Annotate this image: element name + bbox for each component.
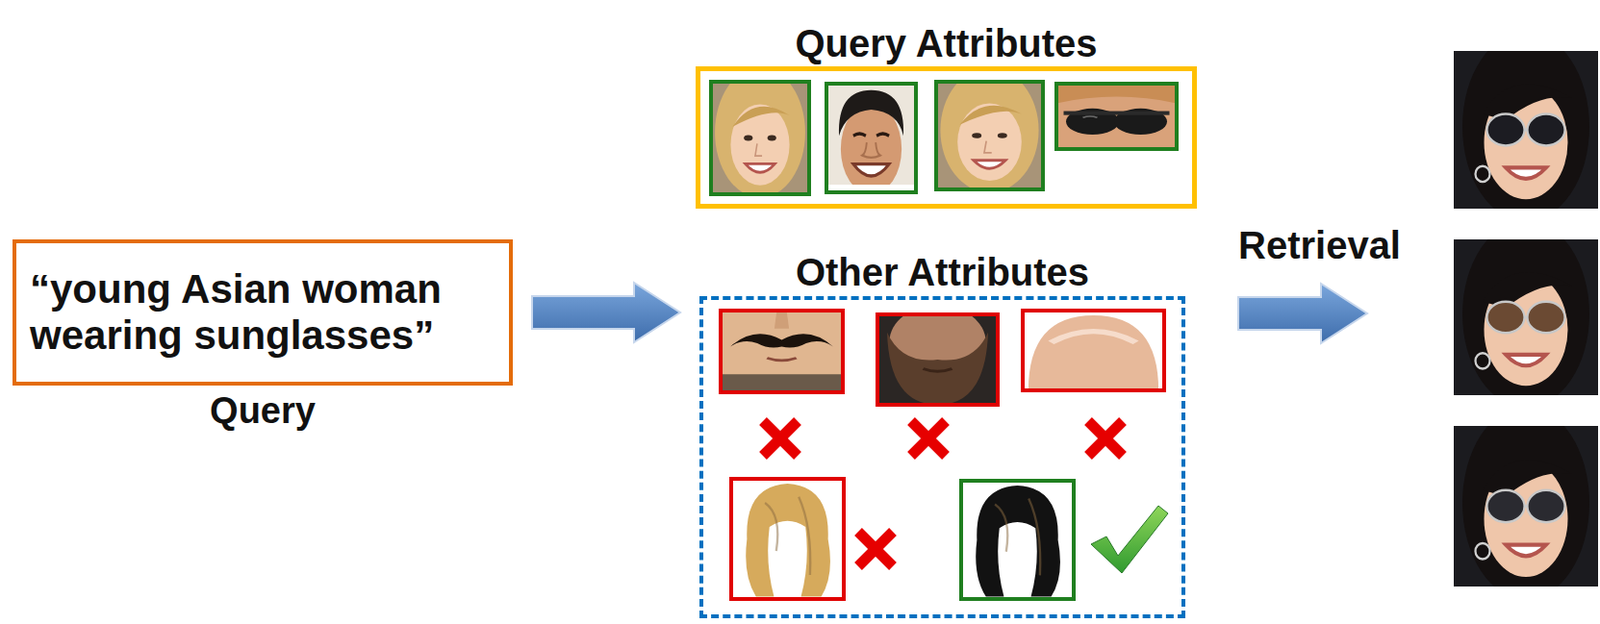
- attribute-image: [826, 83, 916, 195]
- attribute-image: [1022, 310, 1165, 391]
- attribute-image: [936, 67, 1043, 193]
- query-attributes-box: Query Attributes: [695, 66, 1197, 209]
- arrow-label: Retrieval: [1238, 223, 1401, 268]
- reject-cross: [762, 421, 1123, 567]
- box-heading: Other Attributes: [664, 250, 1220, 295]
- attribute-image: [1056, 83, 1177, 150]
- other-attributes-box: Other Attributes: [699, 296, 1186, 619]
- retrieved-face: [1453, 221, 1599, 408]
- attribute-image: [711, 67, 810, 199]
- block-arrow: [532, 282, 681, 343]
- retrieval-arrow: [1238, 283, 1368, 344]
- box-heading: Query Attributes: [661, 21, 1231, 66]
- retrieved-face: [1453, 31, 1599, 222]
- box-heading: Query: [16, 389, 509, 432]
- attribute-image: [877, 305, 998, 406]
- accept-check: [1091, 506, 1169, 574]
- query-box: “young Asian woman wearing sunglasses”Qu…: [12, 239, 513, 386]
- attribute-image: [720, 310, 843, 393]
- attribute-image: [961, 481, 1074, 600]
- retrieved-face: [1453, 406, 1599, 600]
- query-text: “young Asian woman wearing sunglasses”: [29, 266, 496, 360]
- attribute-image: [731, 479, 844, 600]
